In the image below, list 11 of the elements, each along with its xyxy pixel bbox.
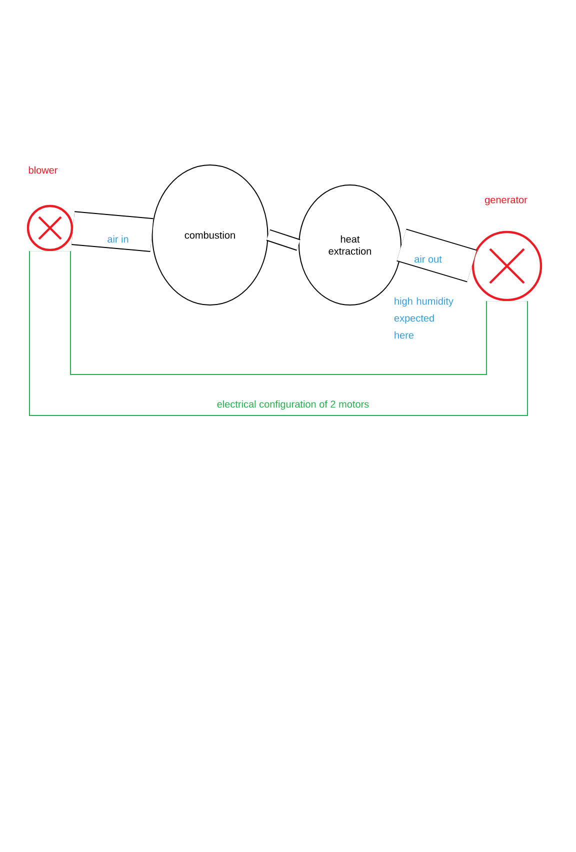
- duct: [72, 211, 154, 252]
- edge-label: air out: [414, 255, 442, 263]
- duct: [396, 228, 477, 282]
- duct: [29, 251, 528, 416]
- note: high humidity expected here: [394, 297, 454, 339]
- process-blob: combustion: [152, 164, 268, 306]
- node-label: blower: [28, 166, 58, 174]
- edge-label: air in: [108, 235, 128, 243]
- duct: [266, 229, 300, 251]
- node-label: generator: [485, 196, 528, 206]
- edge-label: electrical configuration of 2 motors: [217, 400, 369, 410]
